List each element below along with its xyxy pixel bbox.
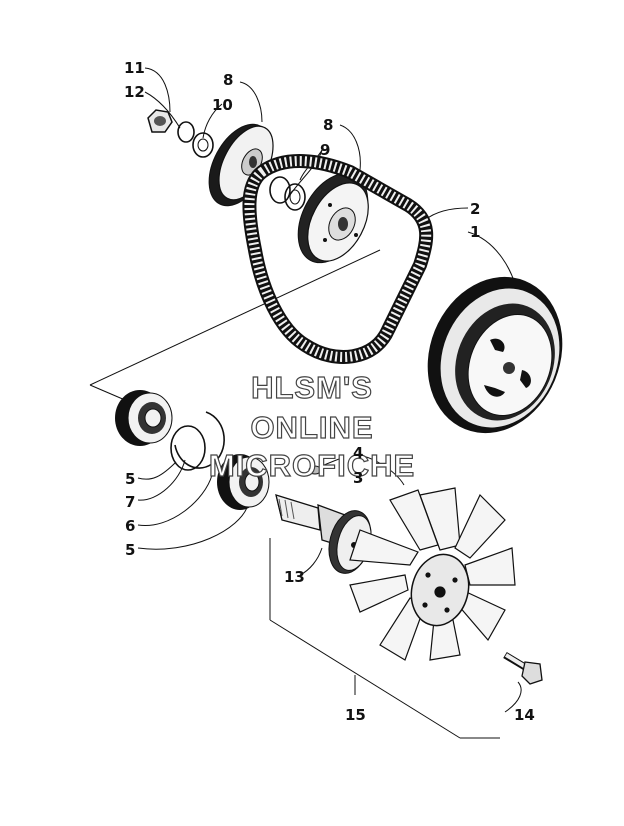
nut-part: [147, 109, 173, 133]
callout-12: 12: [124, 83, 145, 101]
callout-6: 6: [125, 517, 135, 535]
cap-screw-part: [503, 651, 543, 685]
watermark-line-3: MICROFICHE: [209, 448, 415, 483]
flat-washer-part: [192, 132, 214, 158]
assembly-bracket-lines: [89, 249, 500, 739]
shaft-part: [275, 494, 372, 574]
lock-washer-part: [177, 121, 195, 143]
watermark: HLSM'S ONLINE MICROFICHE: [208, 369, 415, 483]
watermark-line-1: HLSM'S: [251, 370, 373, 405]
retaining-ring-part: [170, 425, 206, 471]
leader-lines: [137, 67, 522, 713]
sheave-half-inner: [297, 172, 369, 264]
callout-3: 3: [353, 469, 363, 487]
snap-ring-part: [174, 411, 225, 469]
key-part: [308, 465, 322, 475]
callout-13: 13: [284, 568, 305, 586]
callout-15: 15: [345, 706, 366, 724]
pulley-part: [427, 276, 563, 434]
watermark-line-2: ONLINE: [250, 410, 373, 445]
spacer-part: [269, 176, 306, 211]
bearing-part-right: [217, 454, 270, 510]
callout-7: 7: [125, 493, 135, 511]
fan-part: [349, 487, 516, 661]
callout-4: 4: [353, 444, 363, 462]
drive-belt-part: [242, 154, 434, 364]
callout-8-lower: 8: [323, 116, 333, 134]
callout-1: 1: [470, 223, 480, 241]
callout-9: 9: [320, 141, 330, 159]
callout-5-lower: 5: [125, 541, 135, 559]
callout-11: 11: [124, 59, 145, 77]
callout-labels: 11 12 8 10 8 9 2 1 4 3 5 7 6 5 13 15 14: [124, 59, 535, 724]
bearing-part-left: [115, 390, 173, 446]
callout-10: 10: [212, 96, 233, 114]
callout-2: 2: [470, 200, 480, 218]
callout-5-upper: 5: [125, 470, 135, 488]
callout-8-upper: 8: [223, 71, 233, 89]
callout-14: 14: [514, 706, 535, 724]
